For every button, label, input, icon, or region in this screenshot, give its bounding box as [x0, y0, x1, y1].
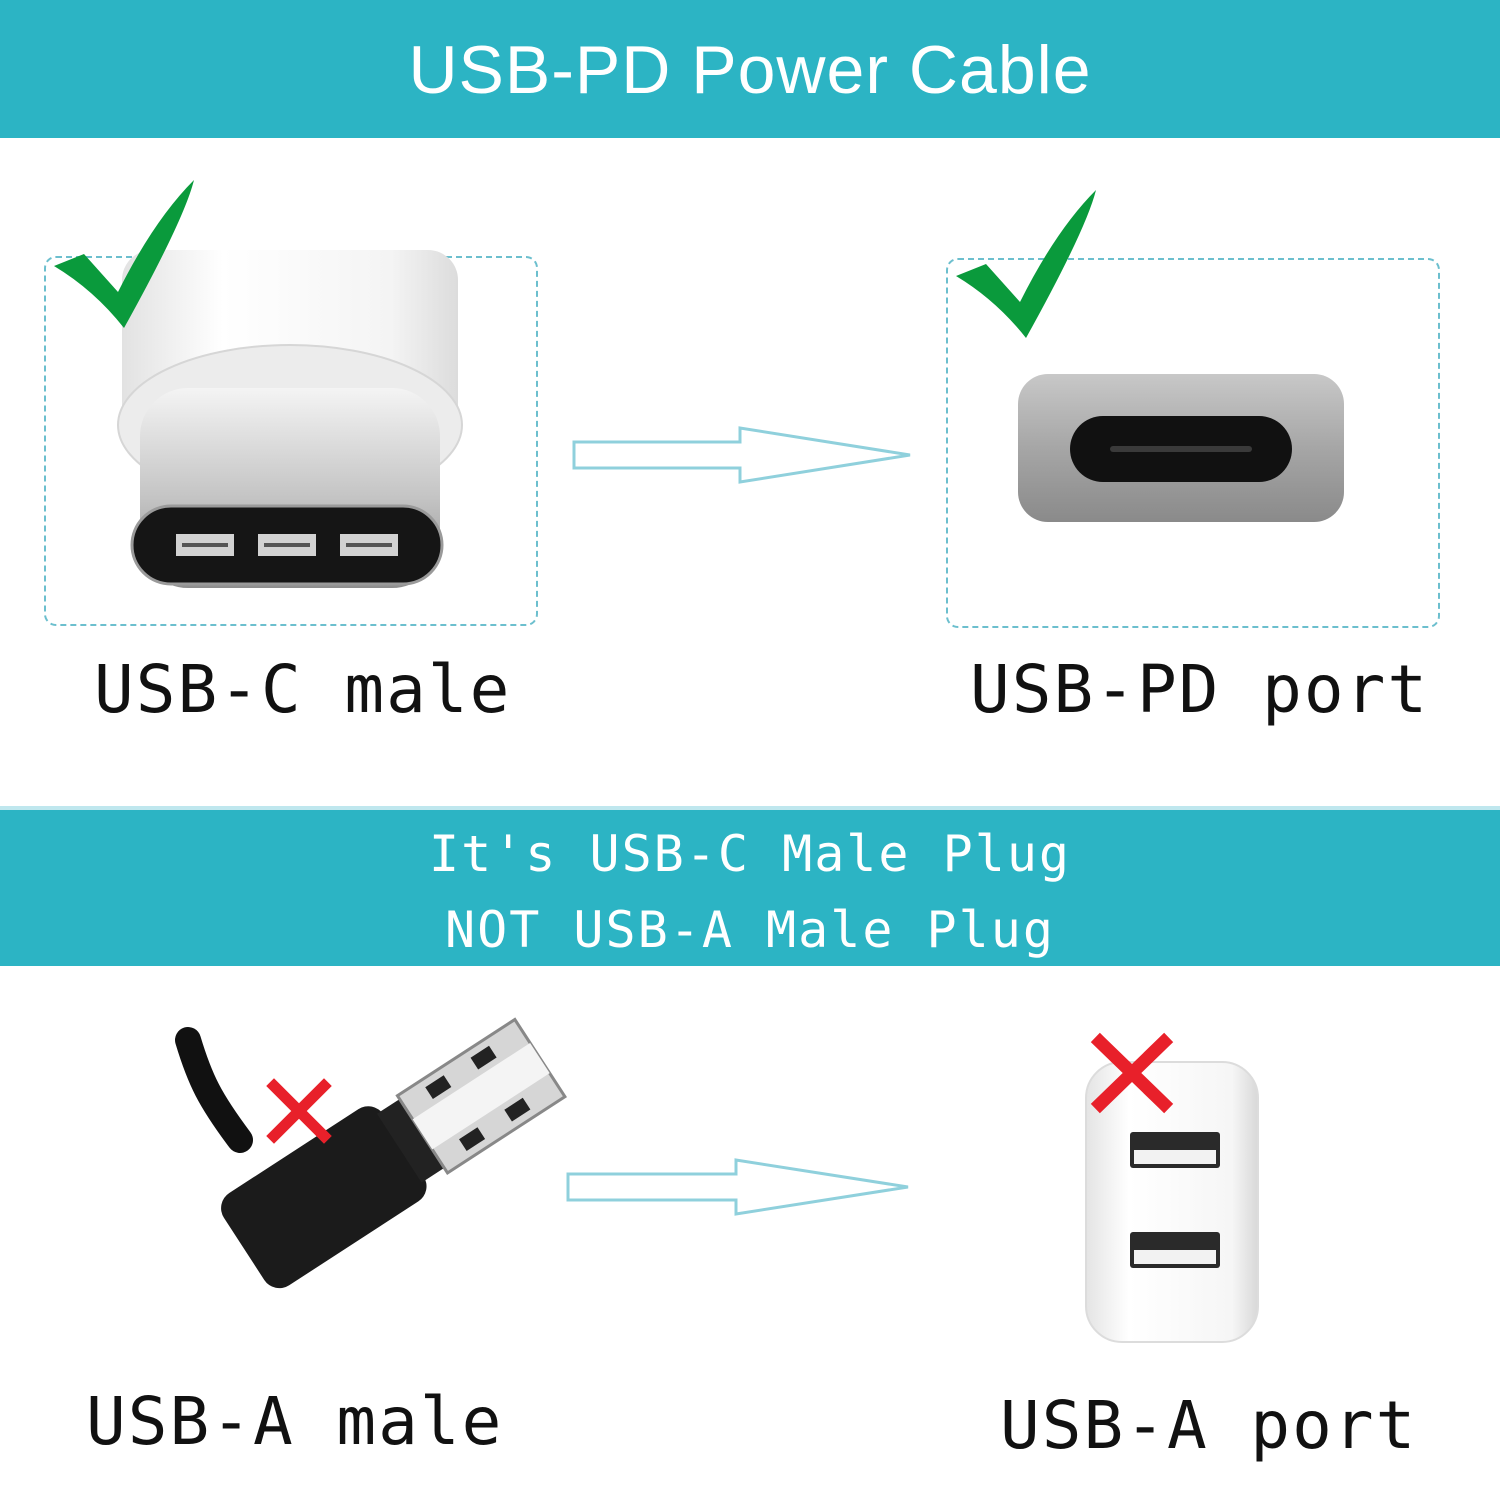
usb-a-port-label: USB-A port — [1000, 1387, 1418, 1464]
usb-c-male-label: USB-C male — [94, 651, 512, 728]
check-icon — [956, 190, 1096, 338]
header-banner: USB-PD Power Cable — [0, 0, 1500, 138]
usb-c-port-image — [1018, 374, 1344, 522]
usb-pd-port-label: USB-PD port — [970, 651, 1430, 728]
usb-c-plug-image — [117, 250, 463, 588]
right-arrow-icon — [566, 1158, 909, 1216]
info-banner: It's USB-C Male Plug NOT USB-A Male Plug — [0, 806, 1500, 966]
check-icon — [54, 180, 194, 328]
cross-icon — [266, 1078, 332, 1144]
usb-a-charger-image — [1085, 1061, 1259, 1343]
usb-pd-port-frame — [946, 258, 1440, 628]
page-title: USB-PD Power Cable — [408, 32, 1092, 108]
cross-icon — [1090, 1032, 1174, 1114]
right-arrow-icon — [572, 426, 911, 484]
usb-a-male-label: USB-A male — [86, 1383, 504, 1460]
usb-a-plug-image — [175, 1017, 568, 1289]
banner-line-1: It's USB-C Male Plug — [428, 825, 1072, 883]
banner-line-2: NOT USB-A Male Plug — [445, 901, 1055, 959]
